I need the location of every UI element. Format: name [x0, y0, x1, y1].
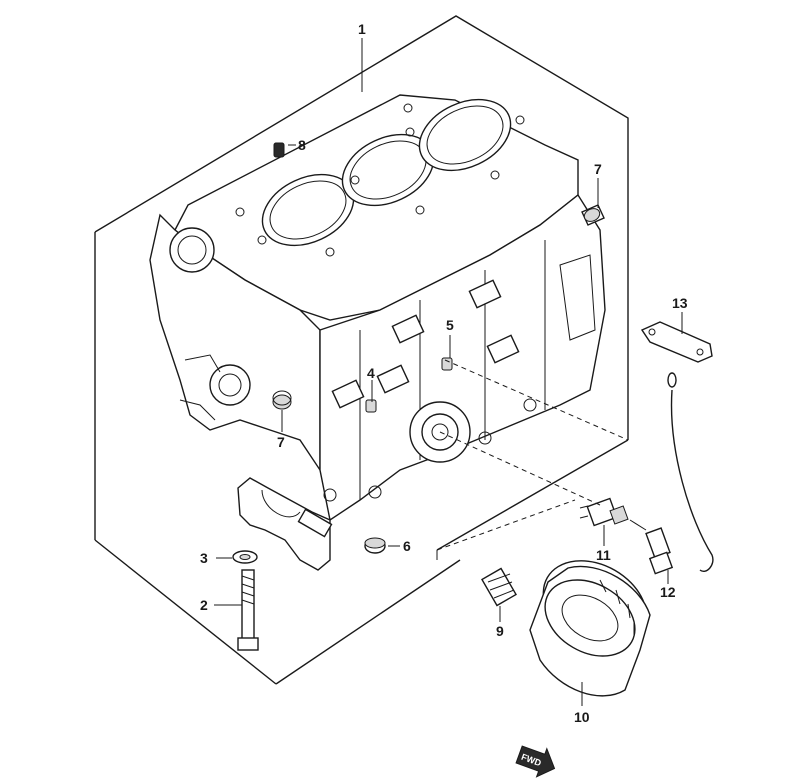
callout-1: 1: [358, 21, 366, 37]
callout-10: 10: [574, 709, 590, 725]
plug-5: [441, 357, 453, 371]
union-bolt-9: [481, 567, 517, 607]
plug-8: [273, 142, 285, 158]
cylinder-block: [149, 94, 606, 522]
plug-7-lower: [272, 390, 292, 410]
callout-13: 13: [672, 295, 688, 311]
callout-4: 4: [367, 365, 375, 381]
sensor-12: [629, 372, 714, 575]
assembly-frame: [94, 15, 629, 685]
leader-lines: [214, 38, 683, 706]
callout-7-upper: 7: [594, 161, 602, 177]
bearing-cap: [237, 477, 333, 571]
callout-3: 3: [200, 550, 208, 566]
plug-4: [365, 399, 377, 413]
bolt-2: [237, 569, 259, 651]
callout-9: 9: [496, 623, 504, 639]
washer-3: [232, 550, 258, 564]
callout-5: 5: [446, 317, 454, 333]
callout-2: 2: [200, 597, 208, 613]
oil-filter-10: [529, 560, 651, 697]
plug-7-upper: [581, 204, 605, 226]
callout-8: 8: [298, 137, 306, 153]
oil-pressure-switch-11: [579, 497, 629, 527]
bracket-13: [640, 321, 713, 363]
callout-labels: 1 8 7 13 5 4 7 6 3 11 12 2 9 10: [200, 21, 688, 725]
forward-arrow-icon: FWD: [515, 745, 556, 778]
callout-11: 11: [596, 547, 611, 563]
plug-6: [364, 537, 386, 554]
callout-7-lower: 7: [277, 434, 285, 450]
callout-12: 12: [660, 584, 676, 600]
callout-6: 6: [403, 538, 411, 554]
